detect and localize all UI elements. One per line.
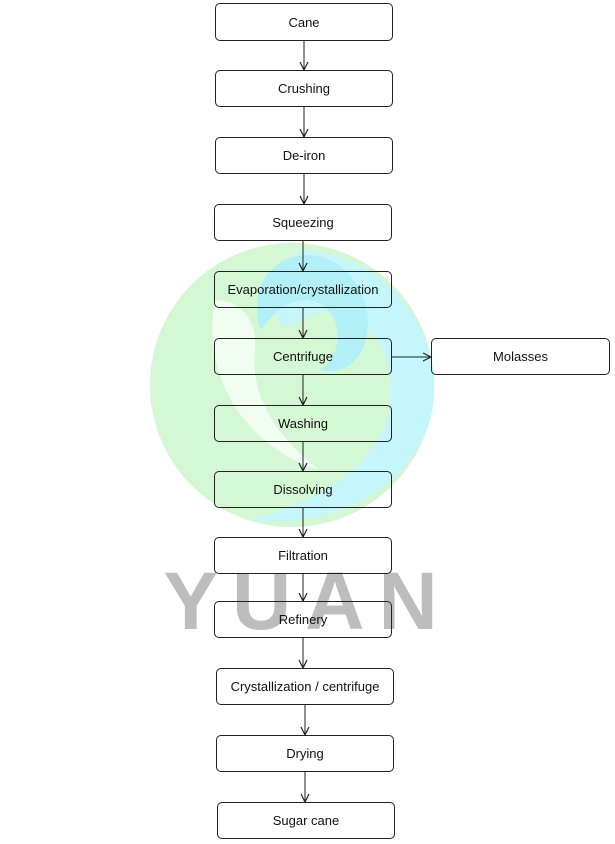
step-label: Dissolving: [273, 482, 333, 497]
watermark-cyan-inner: [257, 255, 368, 372]
step-crystallization-centrifuge: Crystallization / centrifuge: [216, 668, 394, 705]
step-squeezing: Squeezing: [214, 204, 392, 241]
step-label: Squeezing: [272, 215, 334, 230]
watermark-cyan-swirl: [250, 250, 435, 522]
step-label: Evaporation/crystallization: [227, 282, 379, 297]
step-label: Sugar cane: [272, 813, 340, 828]
step-label: Centrifuge: [273, 349, 333, 364]
step-centrifuge: Centrifuge: [214, 338, 392, 375]
step-label: Filtration: [278, 548, 328, 563]
step-label: Refinery: [278, 612, 328, 627]
step-filtration: Filtration: [214, 537, 392, 574]
branch-label: Molasses: [493, 349, 548, 364]
step-evaporation: Evaporation/crystallization: [214, 271, 392, 308]
step-label: Cane: [288, 14, 320, 30]
step-crushing: Crushing: [215, 70, 393, 107]
step-cane: Cane: [215, 3, 393, 41]
step-label: Washing: [277, 416, 329, 431]
step-label: De-iron: [282, 148, 326, 163]
step-dissolving: Dissolving: [214, 471, 392, 508]
step-de-iron: De-iron: [215, 137, 393, 174]
branch-molasses: Molasses: [431, 338, 610, 375]
watermark-white-curve: [212, 300, 320, 470]
step-label: Crystallization / centrifuge: [230, 679, 380, 694]
step-drying: Drying: [216, 735, 394, 772]
step-sugar-cane: Sugar cane: [217, 802, 395, 839]
step-refinery: Refinery: [214, 601, 392, 638]
step-label: Crushing: [277, 81, 331, 96]
step-washing: Washing: [214, 405, 392, 442]
step-label: Drying: [286, 746, 324, 761]
